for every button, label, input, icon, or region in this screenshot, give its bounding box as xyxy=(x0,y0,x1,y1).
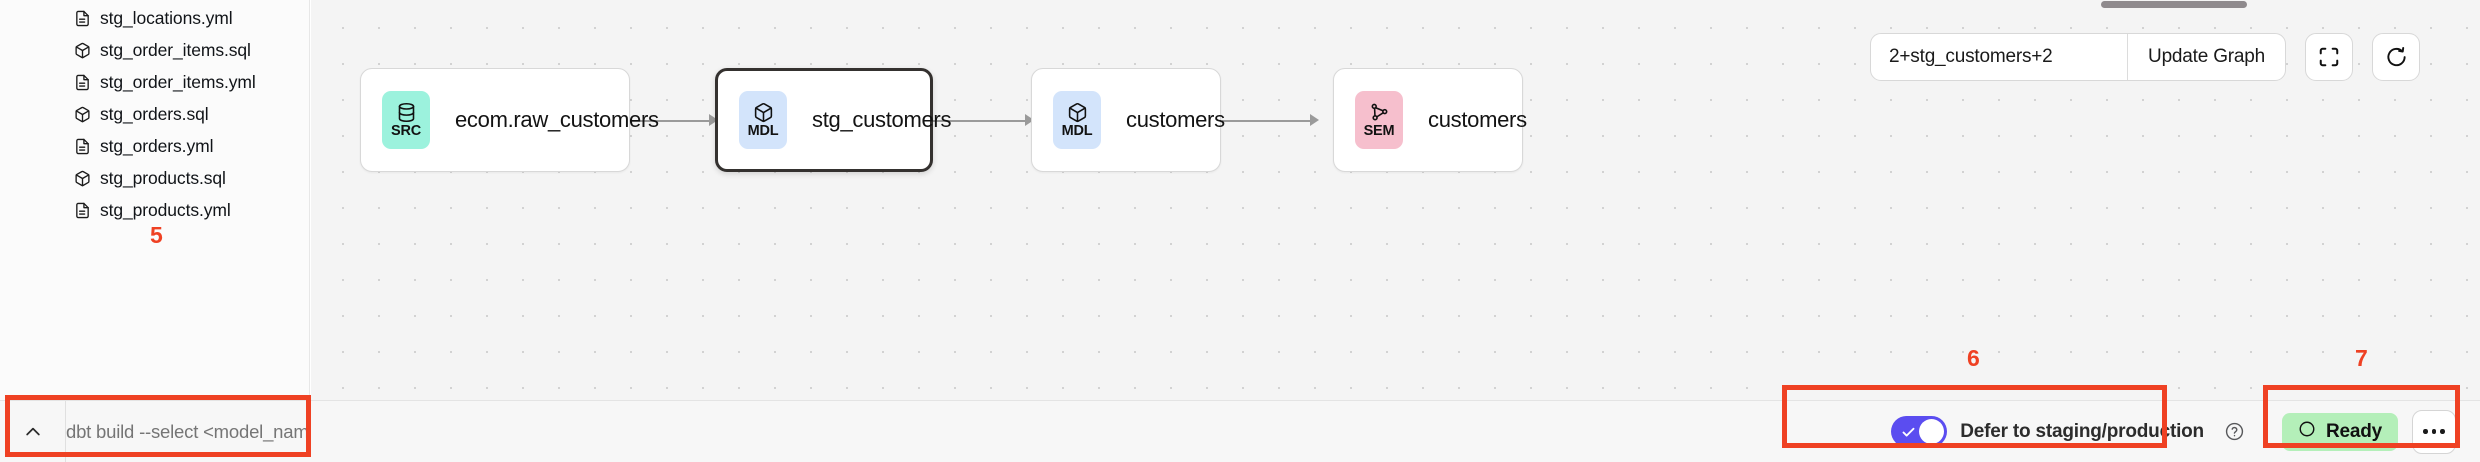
graph-edge xyxy=(1222,120,1315,122)
sql-model-icon xyxy=(74,170,91,187)
scrollbar-thumb[interactable] xyxy=(2101,1,2247,8)
graph-edge-arrow xyxy=(1025,114,1034,126)
status-label: Ready xyxy=(2325,420,2382,442)
node-label: customers xyxy=(1428,107,1527,132)
sql-model-icon xyxy=(74,106,91,123)
command-bottom-bar: Defer to staging/production Ready xyxy=(0,400,2480,462)
graph-selector-input[interactable] xyxy=(1871,34,2128,80)
expand-icon[interactable] xyxy=(2305,33,2353,81)
graph-edge xyxy=(629,120,714,122)
canvas-horizontal-scrollbar[interactable] xyxy=(311,0,2480,9)
circle-icon xyxy=(2298,420,2316,443)
chevron-up-icon[interactable] xyxy=(0,400,66,462)
graph-node-ecom-raw-customers[interactable]: SRC ecom.raw_customers xyxy=(360,68,659,172)
graph-node-stg-customers[interactable]: MDL stg_customers xyxy=(715,68,951,172)
refresh-icon[interactable] xyxy=(2372,33,2420,81)
ellipsis-dot xyxy=(2423,429,2428,434)
toggle-knob xyxy=(1919,419,1945,444)
file-row[interactable]: stg_products.yml xyxy=(0,194,309,226)
cube-icon xyxy=(1067,102,1088,124)
file-label: stg_locations.yml xyxy=(100,7,233,28)
bottom-bar-right-group: Defer to staging/production Ready xyxy=(1891,409,2480,454)
file-row[interactable]: stg_order_items.yml xyxy=(0,66,309,98)
node-badge-src: SRC xyxy=(382,91,430,149)
defer-toggle-group: Defer to staging/production xyxy=(1891,416,2244,447)
yml-file-icon xyxy=(74,138,91,155)
node-badge-sem: SEM xyxy=(1355,91,1403,149)
node-label: customers xyxy=(1126,107,1225,132)
file-label: stg_orders.sql xyxy=(100,103,209,124)
node-badge-mdl: MDL xyxy=(1053,91,1101,149)
check-icon xyxy=(1901,425,1916,445)
update-graph-button[interactable]: Update Graph xyxy=(2127,34,2285,80)
graph-edge xyxy=(933,120,1030,122)
file-row[interactable]: stg_orders.sql xyxy=(0,98,309,130)
file-row[interactable]: stg_products.sql xyxy=(0,162,309,194)
network-icon xyxy=(1369,102,1390,124)
node-badge-label: SRC xyxy=(390,122,421,139)
graph-toolbar: Update Graph xyxy=(1870,33,2420,81)
node-label: stg_customers xyxy=(812,107,952,132)
graph-node-customers-model[interactable]: MDL customers xyxy=(1031,68,1225,172)
node-badge-label: MDL xyxy=(747,122,779,139)
file-row[interactable]: stg_locations.yml xyxy=(0,2,309,34)
yml-file-icon xyxy=(74,74,91,91)
file-row[interactable]: stg_orders.yml xyxy=(0,130,309,162)
command-input-wrapper xyxy=(66,401,309,462)
node-badge-label: SEM xyxy=(1363,122,1395,139)
defer-label: Defer to staging/production xyxy=(1960,420,2204,442)
file-label: stg_products.yml xyxy=(100,199,231,220)
file-label: stg_order_items.sql xyxy=(100,39,251,60)
graph-edge-arrow xyxy=(1310,114,1319,126)
database-icon xyxy=(396,102,417,124)
status-badge[interactable]: Ready xyxy=(2281,412,2398,451)
yml-file-icon xyxy=(74,202,91,219)
node-badge-label: MDL xyxy=(1061,122,1093,139)
ellipsis-dot xyxy=(2440,429,2445,434)
graph-selector-group: Update Graph xyxy=(1870,33,2286,81)
graph-edge-arrow xyxy=(709,114,718,126)
file-label: stg_order_items.yml xyxy=(100,71,256,92)
ellipsis-dot xyxy=(2431,429,2437,434)
yml-file-icon xyxy=(74,10,91,27)
file-label: stg_products.sql xyxy=(100,167,226,188)
graph-node-customers-semantic[interactable]: SEM customers xyxy=(1333,68,1527,172)
cube-icon xyxy=(753,102,774,124)
command-input[interactable] xyxy=(66,420,309,443)
question-circle-icon[interactable] xyxy=(2225,422,2244,441)
ellipsis-icon[interactable] xyxy=(2412,409,2456,454)
file-label: stg_orders.yml xyxy=(100,135,214,156)
file-row[interactable]: stg_order_items.sql xyxy=(0,34,309,66)
file-explorer-sidebar: stg_locations.yml stg_order_items.sql st… xyxy=(0,0,310,400)
sql-model-icon xyxy=(74,42,91,59)
defer-toggle[interactable] xyxy=(1891,416,1948,447)
node-label: ecom.raw_customers xyxy=(455,107,659,132)
node-badge-mdl: MDL xyxy=(739,91,787,149)
